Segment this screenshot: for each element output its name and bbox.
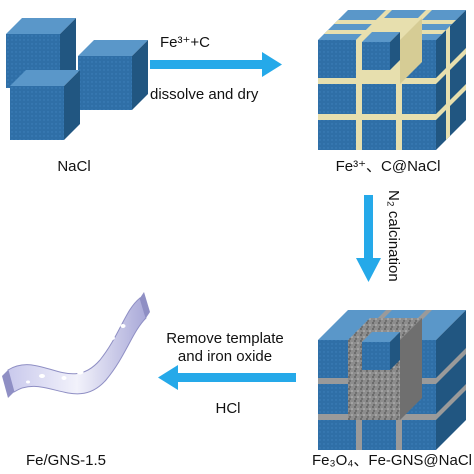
graphene-sheet-icon [2, 292, 150, 398]
left-arrow-icon [158, 365, 296, 390]
composite-cube-icon [318, 10, 466, 150]
step3-line1-label: Remove template [166, 330, 284, 347]
right-arrow-icon [150, 52, 282, 77]
intermediate-label: Fe₃O₄、Fe-GNS@NaCl [312, 452, 472, 469]
step1-reagent-label: Fe³⁺+C [160, 34, 211, 51]
step3-line2-label: and iron oxide [177, 348, 273, 365]
fe-c-nacl-label: Fe³⁺、C@NaCl [335, 158, 441, 175]
step3-reagent-label: HCl [215, 400, 241, 417]
porous-cube-icon [318, 310, 466, 450]
product-label: Fe/GNS-1.5 [25, 452, 107, 469]
step1-process-label: dissolve and dry [150, 86, 259, 103]
down-arrow-icon [356, 195, 381, 282]
step2-label: N₂ calcination [385, 190, 402, 282]
nacl-label: NaCl [57, 158, 91, 175]
nacl-cube-icon [6, 18, 148, 140]
